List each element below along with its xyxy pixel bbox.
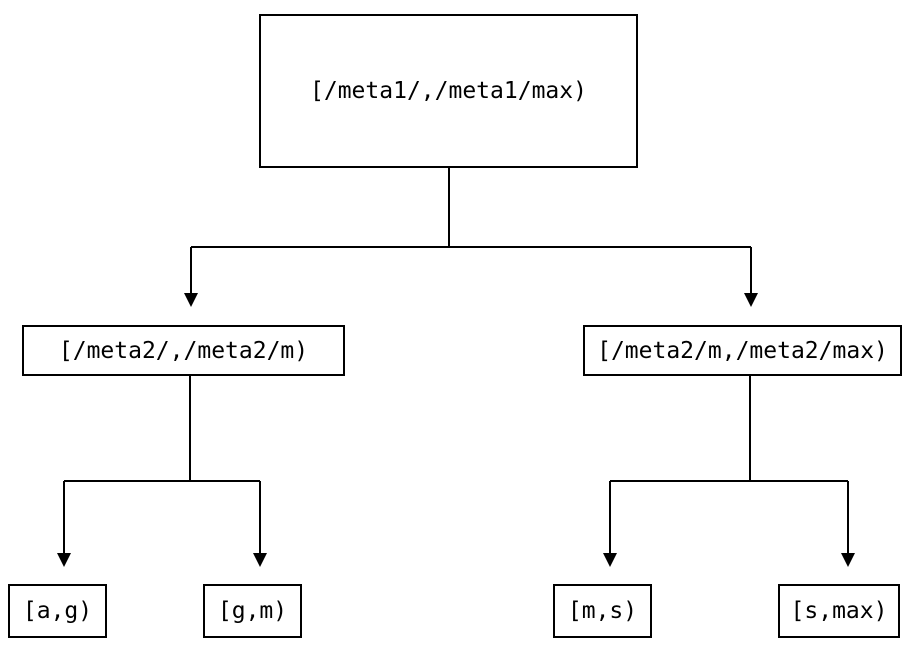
arrowhead-icon (603, 553, 617, 567)
arrowhead-icon (184, 293, 198, 307)
connector-meta2low-to-children (57, 376, 267, 567)
arrowhead-icon (841, 553, 855, 567)
node-leaf-m-s: [m,s) (553, 584, 652, 638)
arrowhead-icon (57, 553, 71, 567)
node-leaf-s-max: [s,max) (778, 584, 900, 638)
node-meta2-high-range: [/meta2/m,/meta2/max) (583, 325, 902, 376)
node-leaf-g-m: [g,m) (203, 584, 302, 638)
node-label: [a,g) (22, 598, 93, 624)
node-label: [m,s) (567, 598, 638, 624)
node-root-range: [/meta1/,/meta1/max) (259, 14, 638, 168)
node-label: [/meta1/,/meta1/max) (310, 78, 587, 104)
node-meta2-low-range: [/meta2/,/meta2/m) (22, 325, 345, 376)
arrowhead-icon (744, 293, 758, 307)
node-label: [/meta2/m,/meta2/max) (597, 337, 888, 364)
node-label: [s,max) (790, 598, 888, 624)
connector-meta2high-to-children (603, 376, 855, 567)
node-label: [g,m) (217, 598, 288, 624)
arrowhead-icon (253, 553, 267, 567)
node-leaf-a-g: [a,g) (8, 584, 107, 638)
connector-root-to-children (184, 168, 758, 307)
node-label: [/meta2/,/meta2/m) (58, 337, 309, 364)
